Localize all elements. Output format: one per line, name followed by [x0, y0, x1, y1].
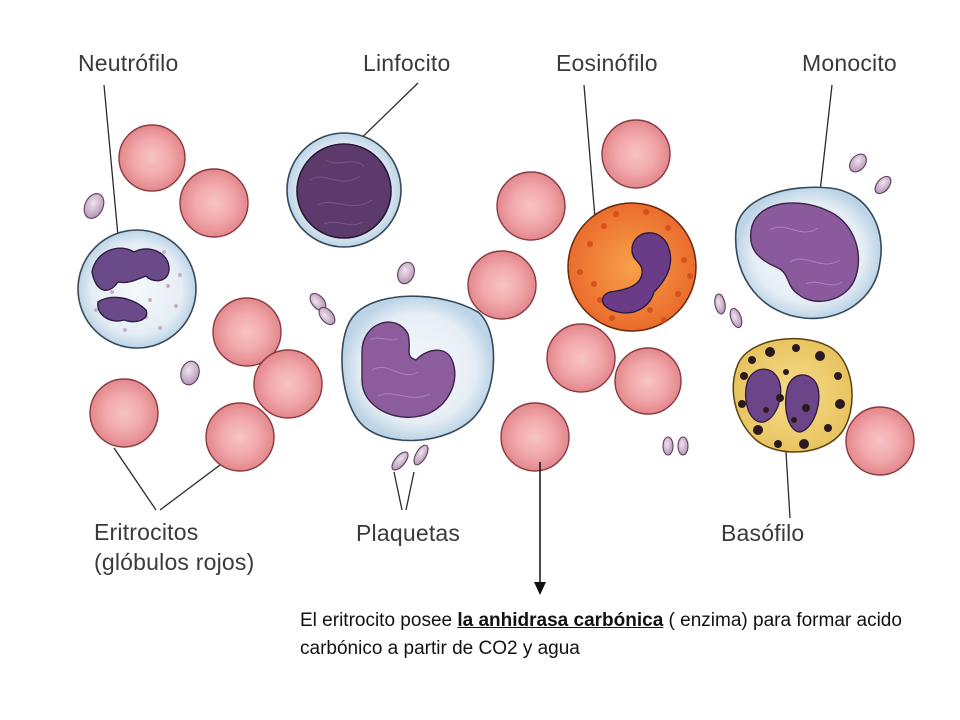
erythrocyte: [546, 323, 616, 393]
label-neutrofilo: Neutrófilo: [78, 50, 179, 76]
monocyte-cell: [734, 186, 882, 320]
plaquetas-leader-left: [393, 471, 403, 511]
erythrocyte: [89, 378, 159, 448]
eritrocitos-leader-right: [159, 461, 225, 511]
erythrocyte: [496, 171, 566, 241]
caption-text-1: El eritrocito posee: [300, 610, 458, 631]
caption: El eritrocito posee la anhidrasa carbóni…: [300, 607, 940, 663]
erythrocyte: [467, 250, 537, 320]
erythrocyte: [601, 119, 671, 189]
label-eosinofilo: Eosinófilo: [556, 50, 658, 76]
center-monocyte-cell: [341, 295, 495, 442]
erythrocyte: [253, 349, 323, 419]
eosinophil-cell: [567, 202, 697, 332]
platelet: [849, 153, 867, 173]
platelet: [397, 261, 415, 285]
eosinofilo-leader: [583, 84, 597, 231]
platelet: [729, 307, 743, 329]
label-globulos-rojos: (glóbulos rojos): [94, 549, 255, 575]
erythrocytes: [89, 119, 915, 476]
neutrophil-cell: [77, 229, 197, 349]
erythrocyte: [614, 347, 682, 415]
erythrocyte: [179, 168, 249, 238]
basophil-cell: [732, 337, 853, 453]
plaquetas-leader-right: [405, 471, 415, 511]
erythrocyte: [118, 124, 186, 192]
platelet: [391, 451, 409, 471]
platelet: [413, 444, 429, 466]
label-plaquetas: Plaquetas: [356, 520, 461, 546]
caption-arrow-head: [534, 582, 546, 595]
platelet: [662, 436, 674, 456]
label-monocito: Monocito: [802, 50, 897, 76]
platelet: [874, 175, 892, 195]
caption-emphasis: la anhidrasa carbónica: [457, 610, 664, 631]
lymphocyte-cell: [286, 132, 402, 248]
platelets: [83, 153, 892, 471]
label-linfocito: Linfocito: [363, 50, 451, 76]
label-basofilo: Basófilo: [721, 520, 805, 546]
platelet: [677, 436, 689, 456]
basofilo-leader: [785, 451, 791, 519]
platelet: [714, 293, 726, 315]
label-eritrocitos: Eritrocitos: [94, 519, 199, 545]
erythrocyte: [212, 297, 282, 367]
erythrocyte: [500, 402, 570, 472]
eritrocitos-leader-left: [113, 447, 157, 511]
neutrofilo-leader: [103, 84, 119, 237]
platelet: [318, 306, 336, 326]
platelet: [180, 360, 200, 386]
platelet: [83, 193, 105, 219]
caption-text-2: ( enzima) para formar acido carbónico a …: [300, 610, 902, 659]
erythrocyte: [205, 402, 275, 472]
erythrocyte: [845, 406, 915, 476]
